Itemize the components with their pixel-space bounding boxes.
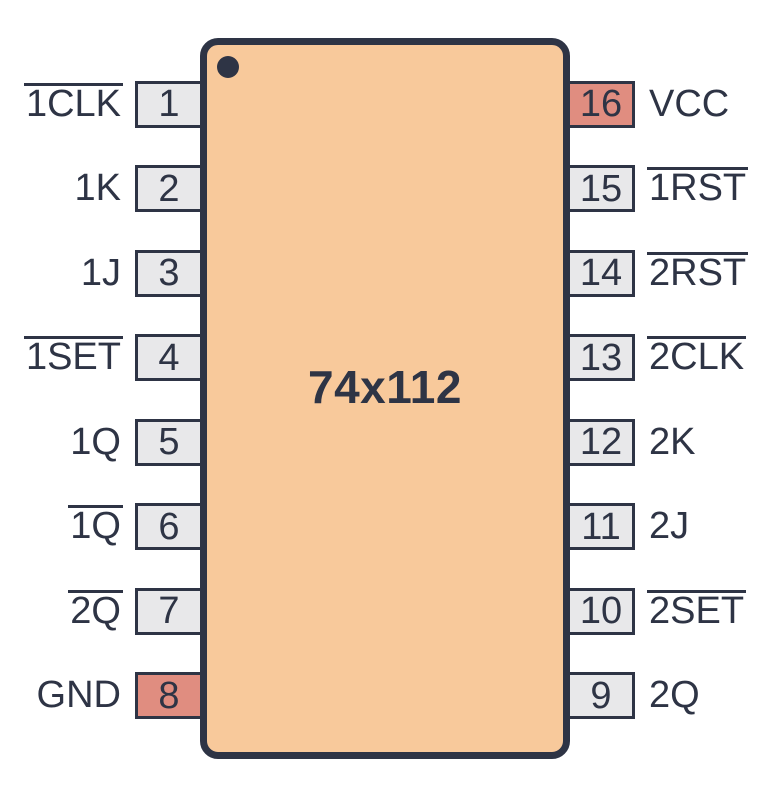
pin-signal-label: GND [36,674,121,716]
pin-row-right-13: 13 2CLK [567,334,747,381]
pin-number: 6 [158,505,180,548]
pin-row-left-1: 1CLK 1 [0,80,203,128]
pin-row-left-7: 2Q 7 [0,587,203,635]
pin-signal-label: 2K [649,420,696,463]
pin-box: 4 [135,334,203,381]
pin-number: 16 [579,83,623,125]
pin-row-left-3: 1J 3 [0,249,203,297]
pin-number: 3 [158,252,180,294]
pin-row-left-6: 1Q 6 [0,503,203,550]
pin-number: 14 [579,252,623,294]
pin-row-left-4: 1SET 4 [0,334,203,381]
pin-box: 3 [135,249,203,297]
pin-box: 12 [567,418,635,466]
pin-box: 10 [567,587,635,635]
pin-row-right-15: 15 1RST [567,165,749,212]
pin-row-right-11: 11 2J [567,503,689,550]
pin-row-right-10: 10 2SET [567,587,747,635]
pin-signal-label: 1J [80,251,121,294]
chip-part-number: 74x112 [308,360,462,413]
pin-row-left-5: 1Q 5 [0,418,203,466]
pin-signal-label: 1SET [23,334,124,381]
pin-row-right-9: 9 2Q [567,672,700,719]
pin-box: 8 [135,672,203,719]
pin-signal-label: 2Q [649,674,700,716]
pin-row-right-16: 16 VCC [567,80,730,128]
pin-box: 9 [567,672,635,719]
pin-number: 10 [579,590,623,632]
pin-signal-label: 2J [649,505,690,547]
pin-signal-label: 2RST [646,250,749,297]
pin-number: 12 [579,421,623,463]
pin-number: 13 [579,336,623,379]
pin-number: 8 [158,674,180,717]
pin-row-right-12: 12 2K [567,418,696,466]
pin-number: 2 [158,167,180,210]
pin-box: 14 [567,249,635,297]
pin-signal-label: 1Q [70,420,121,463]
pin-box: 11 [567,503,635,550]
pin-number: 4 [158,336,180,379]
pin1-indicator-dot [217,56,239,78]
pin-row-right-14: 14 2RST [567,249,749,297]
pin-box: 6 [135,503,203,550]
pin-signal-label: 1K [74,167,121,209]
pin-signal-label: 1RST [646,165,749,212]
pin-row-left-2: 1K 2 [0,165,203,212]
pin-number: 9 [590,674,612,717]
pin-signal-label: 2Q [68,588,123,635]
pin-box: 16 [567,80,635,128]
pin-box: 7 [135,587,203,635]
pin-signal-label: 1Q [68,503,123,550]
pin-box: 15 [567,165,635,212]
pin-box: 1 [135,80,203,128]
pin-signal-label: VCC [649,82,730,125]
ic-body: 74x112 [200,38,570,759]
pin-signal-label: 2SET [646,588,747,635]
pin-number: 15 [579,167,623,210]
pin-row-left-8: GND 8 [0,672,203,719]
pin-number: 7 [158,590,180,632]
pin-box: 2 [135,165,203,212]
pin-box: 13 [567,334,635,381]
pin-number: 11 [581,505,621,548]
pin-box: 5 [135,418,203,466]
pin-number: 5 [158,421,180,463]
pin-signal-label: 1CLK [23,81,124,128]
pin-number: 1 [158,83,180,125]
pin-signal-label: 2CLK [646,334,747,381]
